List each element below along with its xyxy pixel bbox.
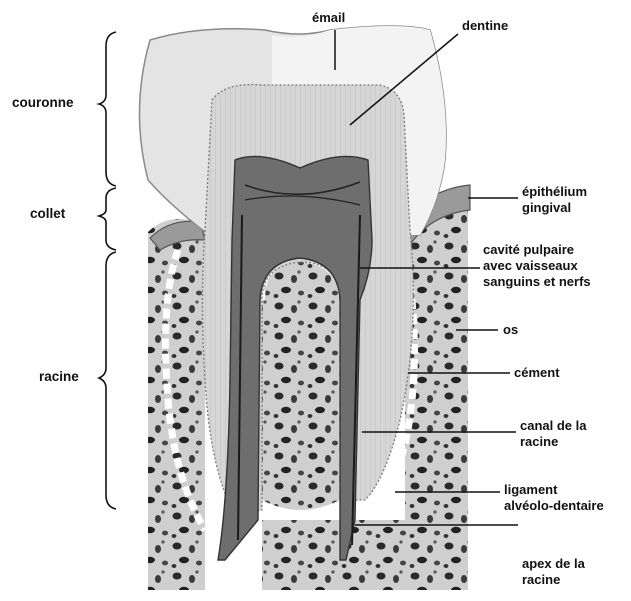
label-epithelium-line2: gingival [522,200,571,215]
bone-bottom [262,520,468,590]
label-email: émail [312,10,345,25]
label-apex-line1: apex de la [522,556,586,571]
label-couronne: couronne [12,95,74,110]
label-epithelium-line1: épithélium [522,184,587,199]
bracket-collet [99,188,116,250]
label-dentine: dentine [462,18,508,33]
label-ligament-line1: ligament [504,482,558,497]
label-collet: collet [30,206,66,221]
bone-left [148,219,205,590]
label-os: os [503,322,518,337]
label-pulp-line3: sanguins et nerfs [483,274,591,289]
label-cement: cément [514,365,560,380]
label-canal-line2: racine [520,434,558,449]
bracket-racine [99,252,116,509]
label-apex-line2: racine [522,572,560,587]
label-racine: racine [39,369,79,384]
bone-center [262,262,340,510]
label-pulp-line1: cavité pulpaire [483,242,574,257]
label-ligament-line2: alvéolo-dentaire [504,498,604,513]
label-pulp-line2: avec vaisseaux [483,258,578,273]
bracket-couronne [99,32,116,186]
label-canal-line1: canal de la [520,418,587,433]
